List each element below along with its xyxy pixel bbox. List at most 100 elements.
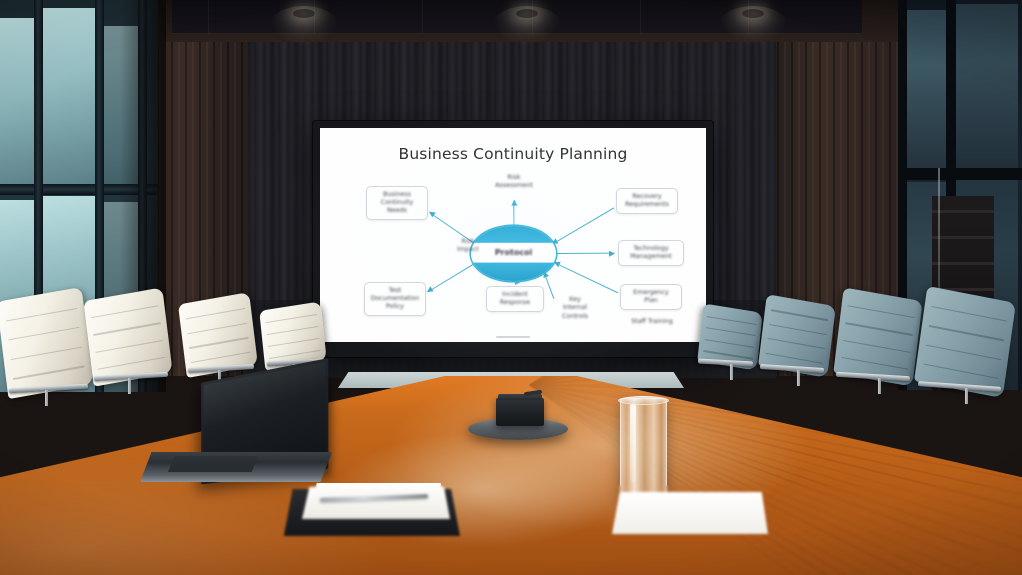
chair-seam [765, 352, 824, 364]
wall-wood-stripe [812, 36, 814, 376]
chair-left-1[interactable] [0, 286, 94, 406]
wall-wood-stripe [854, 36, 856, 376]
chair-seam [187, 322, 248, 335]
wall-wood-stripe [199, 36, 201, 376]
diagram-connector-n5 [555, 253, 614, 255]
chair-seam [5, 307, 78, 322]
wall-wood-stripe [241, 36, 243, 376]
notepad[interactable] [612, 492, 768, 534]
chair-seam [704, 338, 755, 348]
wall-wood-stripe [185, 36, 187, 376]
wall-wood-stripe [206, 36, 208, 376]
diagram-connector-n9 [553, 261, 618, 294]
diagram-hub-node: Protocol [471, 226, 556, 281]
window-mullion [34, 0, 43, 392]
diagram-connector-n2 [512, 200, 515, 227]
shelf [932, 210, 994, 213]
chair-right-2[interactable] [758, 294, 836, 386]
chair-seam [95, 339, 163, 353]
chair-seam [847, 305, 915, 319]
wall-wood-stripe [889, 36, 891, 376]
wall-slat [744, 36, 752, 376]
ceiling-downlight [293, 9, 315, 18]
wall-slat [720, 36, 728, 376]
chair-seam [923, 363, 999, 379]
chair-right-4[interactable] [914, 285, 1016, 404]
chair-left-2[interactable] [83, 287, 173, 394]
wall-slat [736, 36, 744, 376]
chair-post [965, 388, 968, 404]
presentation-screen[interactable]: Business Continuity Planning Protocol Bu… [313, 121, 713, 357]
chair-post [128, 378, 131, 394]
water-glass-rim [618, 396, 669, 405]
diagram-connector-n6 [427, 263, 475, 293]
shelf [932, 288, 994, 291]
ceiling-downlight [742, 9, 764, 18]
chair-seam [267, 337, 320, 348]
chair-post [218, 370, 221, 386]
ceiling-seam [532, 0, 533, 34]
window-pane [906, 10, 946, 170]
chair-seam [265, 314, 317, 324]
shelf [932, 236, 994, 239]
wall-wood-stripe [896, 36, 898, 376]
chair-seam [706, 315, 757, 325]
diagram-node-n10: Staff Training [622, 318, 682, 326]
chair-seam [266, 325, 319, 336]
chair-seam [841, 356, 908, 370]
wall-wood-stripe [847, 36, 849, 376]
window-mullion [946, 0, 956, 390]
laptop-trackpad[interactable] [168, 456, 258, 472]
chair-backrest [0, 286, 94, 400]
window-mullion [898, 0, 907, 390]
diagram-node-label: Staff Training [631, 318, 673, 325]
water-glass[interactable] [620, 398, 667, 500]
wall-wood-stripe [213, 36, 215, 376]
chair-seam [843, 339, 911, 353]
chair-right-1[interactable] [697, 303, 763, 380]
wall-wood-stripe [227, 36, 229, 376]
chair-seam [705, 327, 756, 337]
conference-microphone[interactable] [496, 398, 544, 426]
wall-slat [712, 36, 720, 376]
wall-wood-stripe [840, 36, 842, 376]
ceiling-seam [314, 0, 315, 34]
window-pane [43, 8, 95, 184]
wall-wood-stripe [178, 36, 180, 376]
wall-slat [272, 36, 280, 376]
ceiling-recess [172, 0, 862, 34]
chair-left-4[interactable] [259, 301, 327, 380]
chair-left-3[interactable] [177, 292, 259, 386]
wall-slat [760, 36, 768, 376]
chair-seam [8, 326, 80, 341]
wall-slat [296, 36, 304, 376]
screen-surface: Business Continuity Planning Protocol Bu… [320, 128, 706, 342]
slide: Business Continuity Planning Protocol Bu… [320, 128, 706, 342]
wall-wood-stripe [819, 36, 821, 376]
chair-seam [189, 337, 249, 349]
wall-wood-stripe [805, 36, 807, 376]
chair-right-3[interactable] [833, 287, 923, 394]
ceiling [0, 0, 1022, 42]
shelf [932, 262, 994, 265]
downlight-glow [492, 6, 562, 46]
chair-seam [93, 322, 161, 336]
chair-seam [929, 325, 1004, 341]
wall-slat [248, 36, 256, 376]
wall-wood-stripe [868, 36, 870, 376]
ceiling-seam [422, 0, 423, 34]
chair-seam [770, 309, 829, 321]
slide-title: Business Continuity Planning [398, 145, 628, 163]
window-transom [0, 184, 158, 195]
chair-seam [91, 305, 159, 319]
window-pane [956, 4, 1018, 168]
wall-wood-stripe [192, 36, 194, 376]
